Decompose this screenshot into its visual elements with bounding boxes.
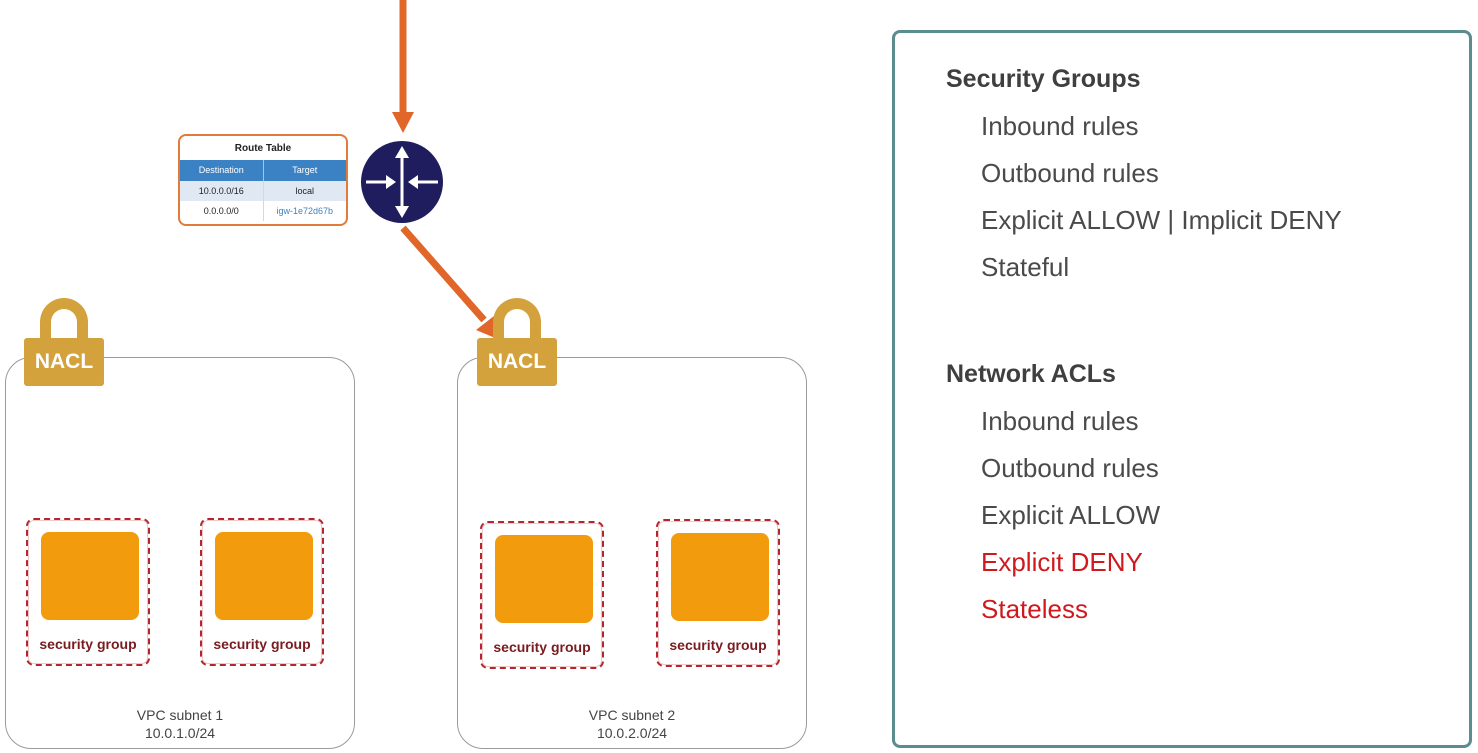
vpc-subnet-1: security group security group VPC subnet… <box>5 357 355 749</box>
nacl-item-highlight: Explicit DENY <box>981 547 1143 577</box>
security-group: security group <box>200 518 324 666</box>
ec2-instance-icon <box>41 532 139 620</box>
security-group-label: security group <box>213 636 311 652</box>
ec2-instance-icon <box>215 532 313 620</box>
sg-item: Outbound rules <box>981 158 1159 188</box>
nacl-item-highlight: Stateless <box>981 594 1088 624</box>
route-destination: 10.0.0.0/16 <box>180 181 264 201</box>
nacl-item: Inbound rules <box>981 406 1139 436</box>
vpc-subnet-2: security group security group VPC subnet… <box>457 357 807 749</box>
security-group: security group <box>26 518 150 666</box>
network-acls-heading: Network ACLs <box>946 360 1116 388</box>
route-table-col-destination: Destination <box>180 160 264 181</box>
subnet-name: VPC subnet 2 <box>588 707 676 723</box>
route-table-header: Destination Target <box>180 160 346 181</box>
nacl-item: Outbound rules <box>981 453 1159 483</box>
security-groups-heading: Security Groups <box>946 65 1141 93</box>
route-table-title: Route Table <box>234 143 292 154</box>
security-group-label: security group <box>669 637 767 653</box>
ec2-instance-icon <box>495 535 593 623</box>
lock-shackle <box>40 298 88 352</box>
subnet-cidr: 10.0.1.0/24 <box>144 725 216 741</box>
lock-shackle <box>493 298 541 352</box>
nacl-label: NACL <box>24 338 104 386</box>
route-table-row: 0.0.0.0/0 igw-1e72d67b <box>180 201 346 221</box>
ec2-instance-icon <box>671 533 769 621</box>
security-group: security group <box>656 519 780 667</box>
nacl-label: NACL <box>477 338 557 386</box>
router-icon <box>361 141 443 223</box>
subnet-label: VPC subnet 1 10.0.1.0/24 <box>6 706 354 742</box>
route-destination: 0.0.0.0/0 <box>180 201 264 221</box>
nacl-lock-icon: NACL <box>24 298 104 388</box>
route-table-row: 10.0.0.0/16 local <box>180 181 346 201</box>
sg-item: Stateful <box>981 252 1070 282</box>
security-group: security group <box>480 521 604 669</box>
route-target: local <box>295 186 314 196</box>
nacl-item: Explicit ALLOW <box>981 500 1161 530</box>
security-group-label: security group <box>39 636 137 652</box>
incoming-arrow <box>392 0 414 133</box>
subnet-cidr: 10.0.2.0/24 <box>596 725 668 741</box>
sg-item: Explicit ALLOW | Implicit DENY <box>981 205 1342 235</box>
sg-item: Inbound rules <box>981 111 1139 141</box>
route-table-col-target: Target <box>292 165 318 175</box>
subnet-name: VPC subnet 1 <box>136 707 224 723</box>
route-table: Route Table Destination Target 10.0.0.0/… <box>178 134 348 226</box>
security-group-label: security group <box>493 639 591 655</box>
nacl-lock-icon: NACL <box>477 298 557 388</box>
route-target-igw: igw-1e72d67b <box>276 206 334 216</box>
comparison-panel: Security Groups Inbound rules Outbound r… <box>892 30 1472 748</box>
subnet-label: VPC subnet 2 10.0.2.0/24 <box>458 706 806 742</box>
